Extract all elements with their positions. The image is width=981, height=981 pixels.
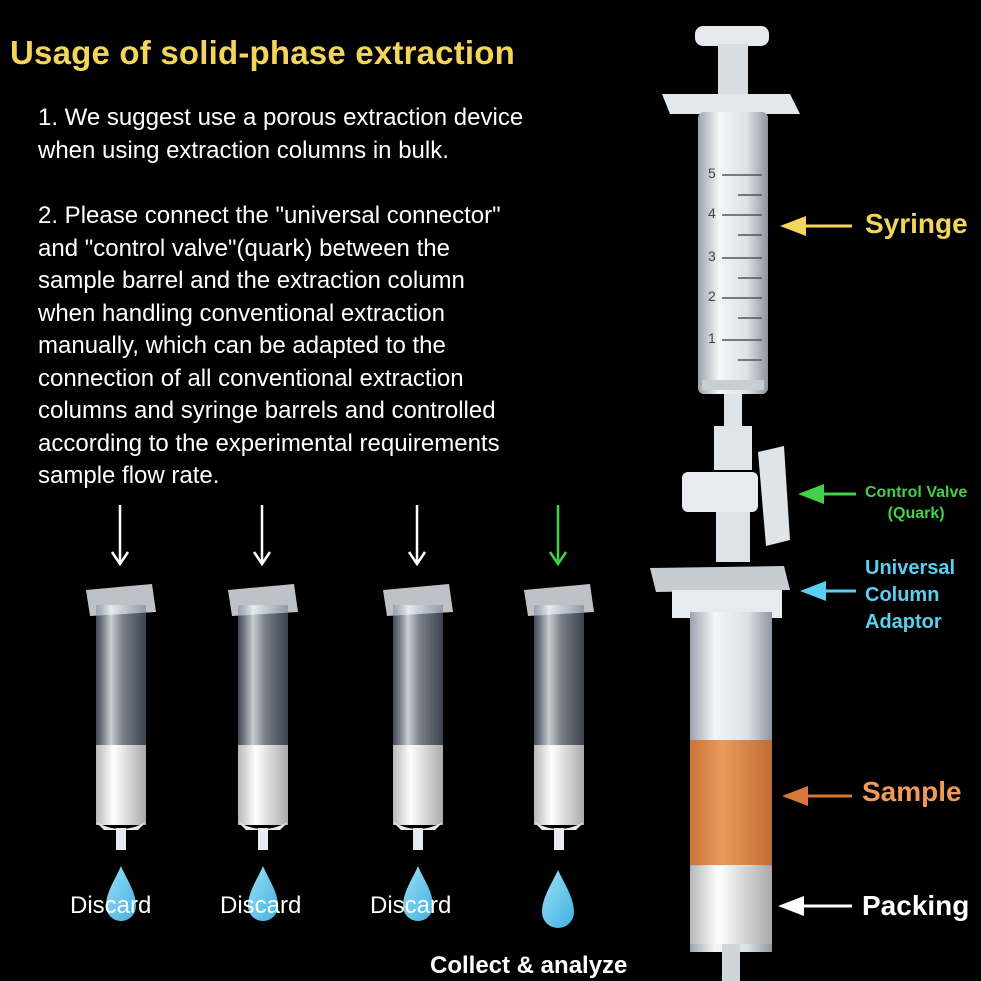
step-2-line: sample barrel and the extraction column [38,267,465,294]
column-bottom [96,822,146,830]
step-1-line: 1. We suggest use a porous extraction de… [38,104,524,131]
discard-label: Discard [370,892,452,919]
step-2-text: 2. Please connect the "universal connect… [38,200,638,493]
down-arrow-head [252,551,272,567]
droplet-icon [248,866,278,921]
step-2-line: connection of all conventional extractio… [38,364,464,392]
droplet-icon [403,866,433,921]
label-adaptor: Adaptor [865,611,942,633]
down-arrow-head [407,551,427,567]
syringe-pointer [780,216,852,236]
scale-label: 5 [708,165,716,181]
packing-pointer [778,896,852,916]
adaptor-ring [650,566,790,592]
spe-column-2 [228,505,298,921]
label-column: Column [865,584,940,606]
down-arrow-head [110,551,130,567]
plunger-cap [695,26,769,46]
droplet-icon [106,866,136,921]
syringe-nozzle [724,394,742,428]
column-packing [393,745,443,825]
control-valve [682,426,790,562]
column-bottom [534,822,584,830]
left-arrow-icon [782,786,808,806]
column-packing [534,745,584,825]
column-tip [554,828,564,850]
scale-label: 1 [708,330,716,346]
label-universal: Universal [865,557,956,579]
column-bottom [238,822,288,830]
label-collect-analyze: Collect & analyze [430,952,628,979]
droplet-icon [542,870,574,928]
label-packing: Packing [862,890,970,921]
scale-label: 3 [708,248,716,264]
step-1-line: when using extraction columns in bulk. [38,136,449,164]
column-tip [116,828,126,850]
syringe: 5 4 3 2 1 [662,26,800,428]
step-2-line: sample flow rate. [38,462,220,489]
column-packing [96,745,146,825]
discard-label: Discard [220,892,302,919]
label-control-valve-sub: (Quark) [887,505,945,522]
column-packing [238,745,288,825]
adaptor-pointer [800,581,856,601]
syringe-flange [662,94,800,114]
plunger-seal [702,380,764,390]
valve-handle [758,446,790,546]
step-2-line: 2. Please connect the "universal connect… [38,202,501,229]
column-barrel [534,605,584,750]
column-tip [413,828,423,850]
step-2-line: and "control valve"(quark) between the [38,234,450,262]
spe-column-1 [86,505,156,921]
column-barrel [393,605,443,750]
column-bottom [393,822,443,830]
left-arrow-icon [800,581,826,601]
left-arrow-icon [780,216,806,236]
column-barrel [96,605,146,750]
step-2-line: when handling conventional extraction [38,299,445,327]
valve-pointer [798,484,856,504]
label-control-valve: Control Valve (Quark) [865,482,967,524]
syringe-barrel [698,112,768,394]
extraction-column [690,612,772,981]
label-control-valve-title: Control Valve [865,484,968,501]
spe-column-3 [383,505,453,921]
step-2-line: manually, which can be adapted to the [38,332,446,359]
valve-top-connector [714,426,752,470]
valve-body [682,472,758,512]
column-outlet [722,944,740,981]
plunger-rod [718,44,748,94]
left-arrow-icon [778,896,804,916]
down-arrow-head [548,551,568,567]
sample-band [690,740,772,865]
step-1-text: 1. We suggest use a porous extraction de… [38,102,638,167]
column-barrel [238,605,288,750]
left-arrow-icon [798,484,824,504]
packing-band [690,866,772,944]
scale-label: 2 [708,288,716,304]
column-tip [258,828,268,850]
label-sample: Sample [862,776,962,807]
spe-column-4 [524,505,594,928]
label-universal-column-adaptor: Universal Column Adaptor [865,555,955,636]
sample-pointer [782,786,852,806]
valve-bottom-connector [716,512,750,562]
page-title: Usage of solid-phase extraction [10,34,515,71]
syringe-graduations [722,174,762,361]
step-2-line: columns and syringe barrels and controll… [38,397,496,424]
scale-label: 4 [708,205,716,221]
step-2-line: according to the experimental requiremen… [38,429,500,457]
discard-label: Discard [70,892,152,919]
label-syringe: Syringe [865,208,968,239]
